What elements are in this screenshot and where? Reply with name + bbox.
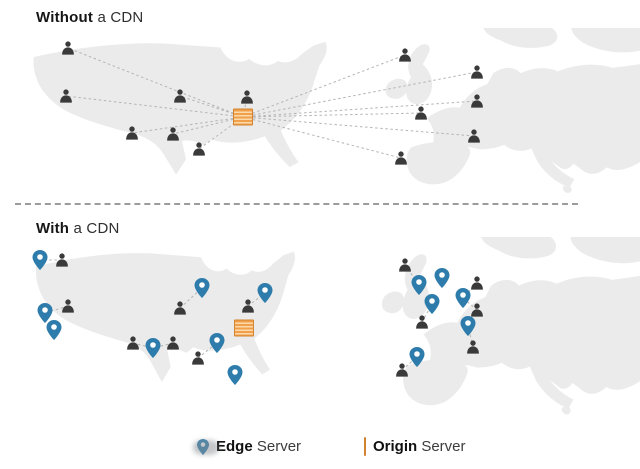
edge-server-pin-icon	[257, 283, 273, 303]
user-icon	[61, 299, 75, 313]
legend: Edge Server Origin Server	[0, 436, 640, 462]
legend-edge-rest: Server	[252, 438, 302, 455]
user-icon	[470, 65, 484, 79]
section-divider	[15, 203, 578, 205]
user-icon	[466, 340, 480, 354]
user-icon	[166, 127, 180, 141]
user-icon	[125, 126, 139, 140]
user-icon	[173, 89, 187, 103]
edge-server-pin-icon	[209, 333, 225, 353]
edge-server-pin-icon	[227, 365, 243, 385]
title-rest-bottom: a CDN	[69, 220, 120, 237]
edge-server-pin-icon	[194, 278, 210, 298]
edge-server-pin-icon	[409, 347, 425, 367]
edge-server-pin-icon	[193, 438, 219, 455]
legend-origin-rest: Server	[417, 438, 466, 455]
user-icon	[55, 253, 69, 267]
us-map-top	[33, 41, 327, 175]
user-icon	[467, 129, 481, 143]
user-icon	[470, 303, 484, 317]
user-icon	[61, 41, 75, 55]
legend-edge-server: Edge Server	[193, 438, 301, 455]
europe-map-bottom	[381, 237, 640, 415]
edge-server-pin-icon	[460, 316, 476, 336]
user-icon	[415, 315, 429, 329]
user-icon	[398, 48, 412, 62]
edge-server-pin-icon	[434, 268, 450, 288]
section-title-with-cdn: With a CDN	[36, 220, 120, 237]
user-icon	[166, 336, 180, 350]
edge-server-pin-icon	[424, 294, 440, 314]
legend-edge-label: Edge Server	[216, 438, 301, 455]
legend-origin-label: Origin Server	[373, 438, 466, 455]
user-icon	[398, 258, 412, 272]
section-title-without-cdn: Without a CDN	[36, 9, 143, 26]
user-icon	[240, 90, 254, 104]
user-icon	[126, 336, 140, 350]
user-icon	[192, 142, 206, 156]
user-icon	[470, 94, 484, 108]
edge-server-pin-icon	[37, 303, 53, 323]
origin-server-icon	[233, 108, 253, 126]
origin-server-icon	[234, 319, 254, 337]
user-icon	[59, 89, 73, 103]
user-icon	[394, 151, 408, 165]
user-icon	[414, 106, 428, 120]
user-icon	[395, 363, 409, 377]
edge-server-pin-icon	[32, 250, 48, 270]
legend-origin-server: Origin Server	[364, 436, 466, 456]
us-map-bottom	[35, 251, 295, 382]
title-bold-with: With	[36, 220, 70, 237]
user-icon	[241, 299, 255, 313]
user-icon	[173, 301, 187, 315]
edge-server-pin-icon	[145, 338, 161, 358]
edge-server-pin-icon	[46, 320, 62, 340]
user-icon	[191, 351, 205, 365]
legend-edge-bold: Edge	[216, 438, 253, 455]
title-rest-top: a CDN	[93, 9, 144, 26]
user-icon	[470, 276, 484, 290]
legend-origin-bold: Origin	[373, 438, 418, 455]
europe-map-top	[385, 28, 640, 193]
edge-server-pin-icon	[411, 275, 427, 295]
title-bold-without: Without	[36, 9, 94, 26]
edge-server-pin-icon	[455, 288, 471, 308]
